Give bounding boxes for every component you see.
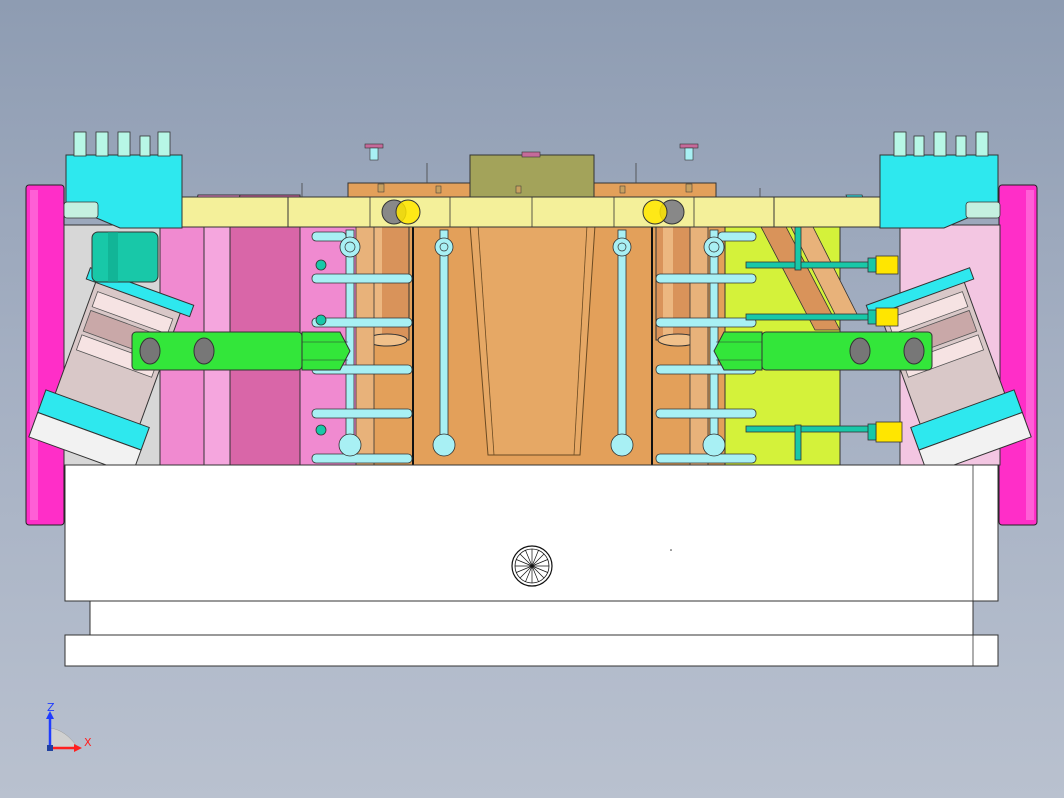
left-side-assembly	[25, 131, 301, 526]
left-top-pins	[73, 131, 171, 157]
left-wedge	[229, 194, 301, 466]
locating-ring	[511, 545, 553, 587]
right-guide-bushing	[642, 199, 685, 225]
left-guide-bushing	[381, 199, 421, 225]
sprue-block	[469, 154, 595, 198]
top-clamp-plate	[181, 143, 881, 228]
bottom-clamp-plate	[64, 634, 999, 667]
water-fittings	[338, 236, 726, 457]
spacer-plate	[89, 600, 974, 636]
axis-triad: Z X	[46, 701, 92, 752]
right-side-assembly	[724, 131, 1038, 526]
right-green-arm	[713, 331, 933, 371]
water-lines-horizontal	[311, 231, 757, 464]
left-green-arm	[131, 331, 351, 371]
right-top-pins	[893, 131, 989, 157]
x-axis-label: X	[84, 736, 92, 749]
bottom-plates	[64, 464, 999, 667]
left-teal-cylinder	[91, 231, 159, 283]
z-axis-label: Z	[47, 701, 55, 714]
